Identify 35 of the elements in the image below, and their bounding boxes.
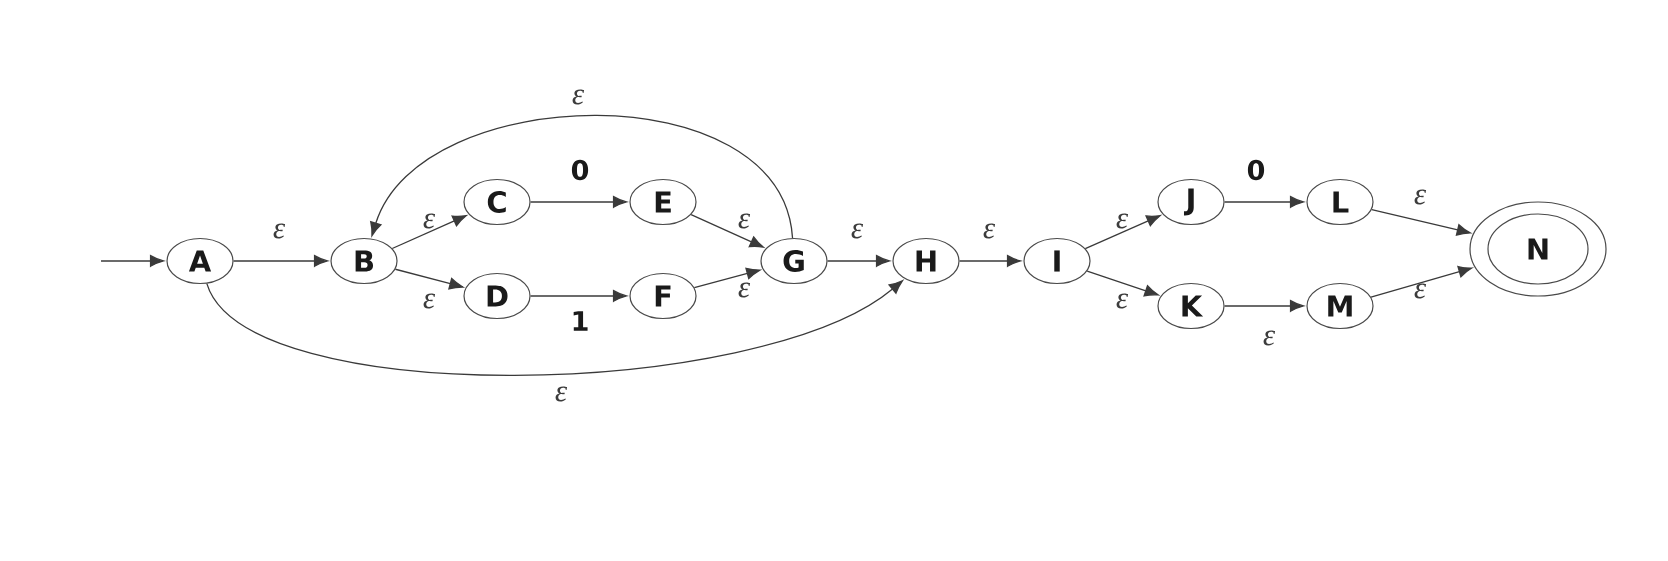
edge-label: ε (1116, 293, 1129, 309)
edge-label: ε (1116, 213, 1129, 229)
arrow (100, 255, 165, 267)
arrow (1371, 208, 1471, 236)
curved-arrow (206, 280, 904, 376)
arrow (1223, 196, 1305, 208)
edge-label: ε (273, 223, 286, 239)
edge-label: ε (423, 293, 436, 309)
arrow (1084, 215, 1161, 250)
edge-label: ε (1414, 189, 1427, 205)
arrow (1370, 265, 1473, 298)
arrow (529, 196, 628, 208)
arrow (232, 255, 329, 267)
edge-label: ε (1414, 283, 1427, 299)
edge-label: 0 (1247, 159, 1265, 181)
arrow (529, 290, 628, 302)
edge-label: ε (555, 386, 568, 402)
edge-label: ε (738, 213, 751, 229)
edge-label: ε (738, 282, 751, 298)
edge-label: ε (572, 89, 585, 105)
arrow (690, 214, 764, 248)
arrow (1223, 300, 1305, 312)
arrow (958, 255, 1022, 267)
arrow (1086, 270, 1159, 297)
edge-label: ε (423, 213, 436, 229)
edge-label: ε (983, 223, 996, 239)
edge-label: ε (1263, 330, 1276, 346)
arrow (394, 268, 464, 290)
arrow (693, 267, 761, 289)
curved-arrow (370, 114, 794, 239)
arrow (826, 255, 891, 267)
edge-label: ε (851, 223, 864, 239)
edge-label: 1 (573, 311, 588, 331)
edge-label: 0 (571, 159, 589, 181)
arrow (391, 215, 467, 250)
